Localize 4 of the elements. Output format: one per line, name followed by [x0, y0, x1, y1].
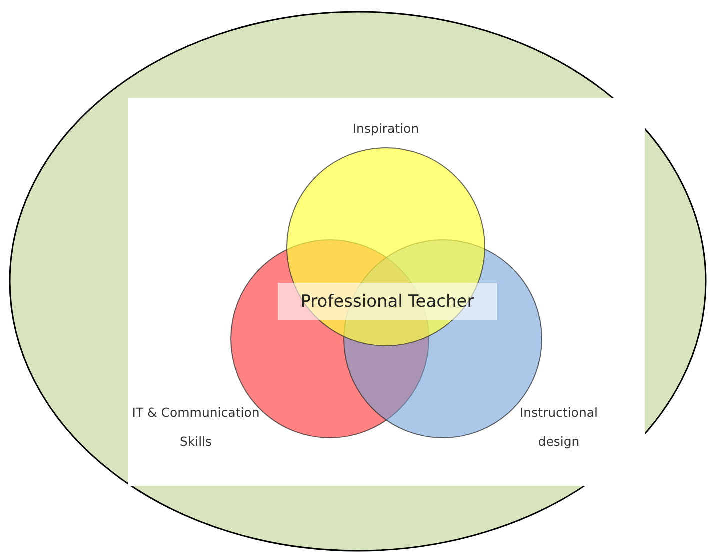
circle-label: IT & Communication Skills	[131, 404, 261, 451]
circle-label: Inspiration	[352, 120, 420, 138]
center-label: Professional Teacher	[278, 283, 497, 320]
circle-label: Instructional design	[518, 404, 600, 451]
